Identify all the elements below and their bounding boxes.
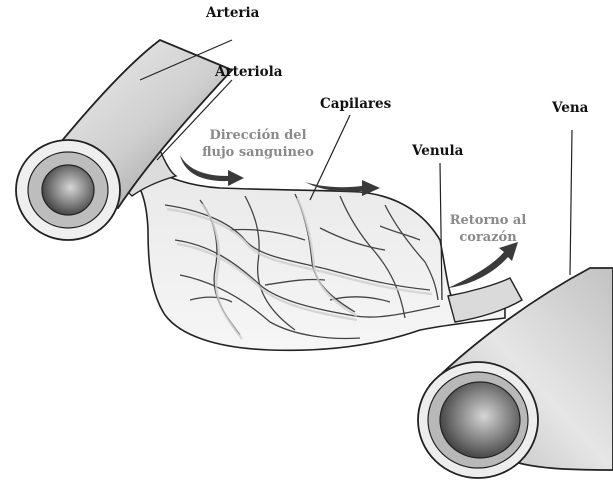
label-arteriola: Arteriola bbox=[215, 64, 283, 80]
label-retorno-line2: corazón bbox=[438, 229, 538, 246]
capillary-bed bbox=[130, 165, 505, 350]
label-direccion-line2: flujo sanguineo bbox=[198, 144, 318, 161]
vein-lumen bbox=[440, 382, 520, 458]
label-vena: Vena bbox=[552, 100, 588, 116]
label-retorno-corazon: Retorno al corazón bbox=[438, 212, 538, 246]
label-retorno-line1: Retorno al bbox=[438, 212, 538, 229]
artery-lumen bbox=[42, 165, 94, 215]
label-capilares: Capilares bbox=[320, 96, 391, 112]
label-direccion-flujo: Dirección del flujo sanguineo bbox=[198, 127, 318, 161]
label-direccion-line1: Dirección del bbox=[198, 127, 318, 144]
label-venula: Venula bbox=[412, 143, 463, 159]
label-arteria: Arteria bbox=[206, 5, 259, 21]
vena-leader bbox=[570, 130, 572, 275]
